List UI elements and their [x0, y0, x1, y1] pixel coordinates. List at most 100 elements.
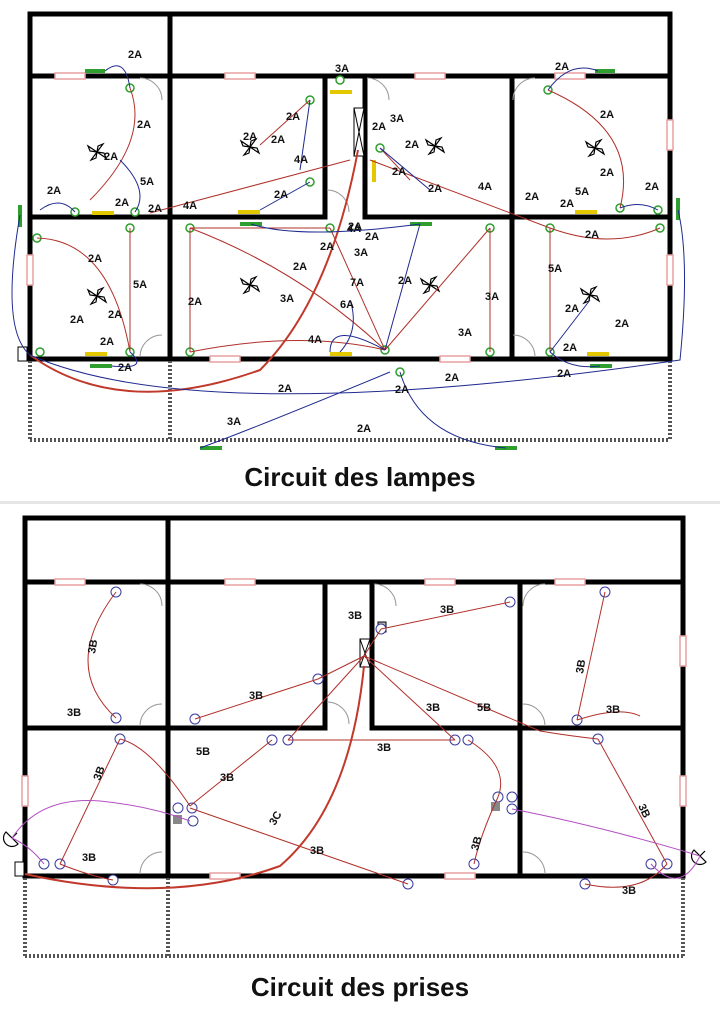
circuit-label: 2A	[565, 303, 579, 315]
circuit-label: 2A	[372, 121, 386, 133]
circuit-label: 3A	[458, 327, 472, 339]
circuit-label: 2A	[428, 183, 442, 195]
tv-outlet-icon	[38, 803, 657, 870]
ceiling-fan-icon	[86, 136, 606, 306]
junction-box-icon	[173, 802, 500, 824]
socket-circuit-title: Circuit des prises	[250, 972, 470, 1002]
distribution-panel-icon	[17, 107, 365, 362]
circuit-label: 2A	[555, 61, 569, 73]
circuit-label: 2A	[320, 241, 334, 253]
circuit-label: 6A	[340, 299, 354, 311]
circuit-label: 2A	[274, 189, 288, 201]
circuit-label: 5A	[548, 263, 562, 275]
circuit-label: 2A	[108, 309, 122, 321]
circuit-label: 2A	[148, 203, 162, 215]
circuit-label: 2A	[563, 342, 577, 354]
circuit-label: 2A	[115, 197, 129, 209]
circuit-label: 2A	[348, 221, 362, 233]
circuit-label: 2A	[445, 372, 459, 384]
circuit-label: 2A	[100, 336, 114, 348]
circuit-label: 3B	[606, 704, 620, 716]
circuit-label: 2A	[88, 253, 102, 265]
circuit-label: 2A	[398, 275, 412, 287]
circuit-label: 2A	[243, 131, 257, 143]
circuit-label: 5B	[196, 746, 210, 758]
doors	[139, 583, 546, 875]
panel-divider	[0, 501, 720, 504]
circuit-label: 3B	[249, 690, 263, 702]
circuit-label: 5B	[477, 702, 491, 714]
socket-plan-panel: 3B 3B 3B 3B 3B 3B 5B 3B 3B 3B 5B 3B 3B 3…	[0, 506, 720, 1010]
circuit-label: 3B	[86, 639, 100, 655]
circuit-label: 4A	[478, 181, 492, 193]
circuit-label: 3A	[280, 293, 294, 305]
circuit-label: 2A	[128, 49, 142, 61]
circuit-label: 3A	[335, 63, 349, 75]
terrace-outline	[28, 361, 672, 442]
circuit-label: 2A	[600, 109, 614, 121]
circuit-label: 3C	[267, 809, 284, 827]
circuit-label: 2A	[118, 362, 132, 374]
circuit-label: 3B	[469, 835, 484, 852]
lighting-plan-panel: 2A 2A 2A 2A 2A 5A 2A 2A 4A 3A 2A 2A 4A 2…	[0, 0, 720, 500]
circuit-label: 4A	[347, 223, 361, 235]
lamp-wires	[36, 87, 661, 353]
circuit-label: 5A	[575, 186, 589, 198]
circuit-label: 3B	[310, 845, 324, 857]
circuit-label: 4A	[294, 154, 308, 166]
circuit-label: 2A	[392, 166, 406, 178]
circuit-label: 3B	[92, 765, 108, 782]
feeder-wire	[29, 149, 359, 393]
circuit-label: 2A	[271, 134, 285, 146]
circuit-label: 3A	[390, 113, 404, 125]
walls	[22, 515, 686, 879]
circuit-label: 3A	[354, 247, 368, 259]
circuit-label: 2A	[278, 383, 292, 395]
circuit-label: 2A	[560, 198, 574, 210]
circuit-label: 2A	[365, 231, 379, 243]
circuit-label: 5A	[140, 176, 154, 188]
circuit-label: 3B	[635, 802, 652, 820]
circuit-label: 2A	[104, 151, 118, 163]
circuit-label: 7A	[350, 277, 364, 289]
satellite-dish-icon	[2, 831, 707, 866]
circuit-label: 4A	[183, 200, 197, 212]
circuit-label: 5A	[133, 279, 147, 291]
circuit-label: 3B	[82, 852, 96, 864]
lamp-circuit-labels: 2A 2A 2A 2A 2A 5A 2A 2A 4A 3A 2A 2A 4A 2…	[47, 49, 659, 435]
socket-wires	[59, 591, 668, 888]
socket-plan-drawing: 3B 3B 3B 3B 3B 3B 5B 3B 3B 3B 5B 3B 3B 3…	[2, 515, 707, 958]
doors	[139, 77, 536, 358]
circuit-label: 2A	[645, 181, 659, 193]
circuit-label: 2A	[525, 191, 539, 203]
circuit-label: 3B	[440, 604, 454, 616]
circuit-label: 2A	[137, 119, 151, 131]
circuit-label: 3B	[220, 772, 234, 784]
switch-wires	[11, 65, 686, 449]
circuit-label: 4A	[308, 334, 322, 346]
circuit-label: 3B	[348, 610, 362, 622]
circuit-label: 3B	[377, 742, 391, 754]
circuit-label: 3B	[426, 702, 440, 714]
circuit-label: 3A	[485, 291, 499, 303]
feeder-wire	[24, 665, 365, 890]
circuit-label: 2A	[585, 229, 599, 241]
circuit-label: 2A	[70, 314, 84, 326]
circuit-label: 3A	[227, 416, 241, 428]
windows	[21, 578, 687, 880]
circuit-label: 3B	[574, 659, 588, 675]
terrace-outline	[23, 878, 685, 958]
lighting-plan-drawing: 2A 2A 2A 2A 2A 5A 2A 2A 4A 3A 2A 2A 4A 2…	[11, 11, 686, 450]
circuit-label: 2A	[600, 167, 614, 179]
circuit-label: 3B	[622, 885, 636, 897]
power-outlet-icon	[54, 586, 673, 890]
circuit-label: 2A	[615, 318, 629, 330]
circuit-label: 2A	[557, 368, 571, 380]
circuit-label: 2A	[286, 111, 300, 123]
circuit-label: 2A	[405, 139, 419, 151]
circuit-label: 2A	[357, 423, 371, 435]
lighting-circuit-title: Circuit des lampes	[244, 462, 476, 492]
circuit-label: 2A	[395, 384, 409, 396]
circuit-label: 2A	[188, 296, 202, 308]
circuit-label: 2A	[293, 261, 307, 273]
